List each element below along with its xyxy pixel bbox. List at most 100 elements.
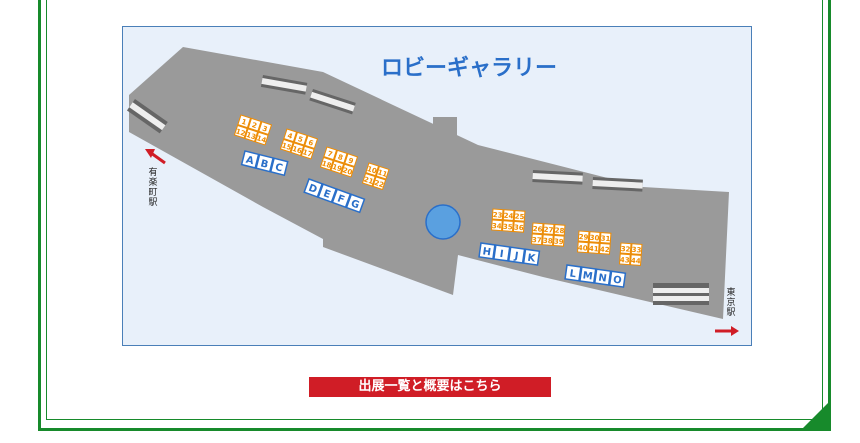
svg-text:14: 14 <box>256 134 268 145</box>
svg-text:F: F <box>336 193 346 206</box>
svg-text:16: 16 <box>291 145 303 156</box>
svg-text:34: 34 <box>492 222 502 231</box>
booth-7: 7 <box>323 146 338 161</box>
booth-24: 24 <box>502 209 515 221</box>
svg-text:京: 京 <box>726 296 735 308</box>
booth-1: 1 <box>237 114 252 129</box>
svg-text:37: 37 <box>532 236 542 245</box>
svg-text:I: I <box>499 249 504 260</box>
booth-44: 44 <box>629 254 642 266</box>
booth-18: 18 <box>319 156 334 171</box>
svg-text:9: 9 <box>347 156 354 165</box>
svg-text:H: H <box>482 246 492 258</box>
booth-E: E <box>317 183 338 204</box>
booth-G: G <box>345 193 366 214</box>
svg-text:東: 東 <box>726 286 735 298</box>
escalator <box>532 170 583 185</box>
booth-8: 8 <box>333 149 348 164</box>
arrow-left-icon <box>145 149 166 165</box>
booth-36: 36 <box>512 220 525 233</box>
booth-37: 37 <box>531 233 543 246</box>
svg-text:13: 13 <box>245 131 257 142</box>
booth-5: 5 <box>293 131 308 146</box>
booth-28: 28 <box>553 224 566 236</box>
svg-text:27: 27 <box>543 226 553 235</box>
svg-text:41: 41 <box>589 245 599 254</box>
svg-text:6: 6 <box>307 138 314 147</box>
booth-3: 3 <box>258 121 273 136</box>
svg-text:17: 17 <box>302 148 314 159</box>
svg-text:12: 12 <box>235 127 247 138</box>
svg-text:28: 28 <box>554 227 564 236</box>
exhibitor-list-button[interactable]: 出展一覧と概要はこちら <box>309 377 551 397</box>
booth-14: 14 <box>254 131 269 146</box>
svg-text:O: O <box>612 275 622 287</box>
booth-L: L <box>564 264 582 282</box>
booth-J: J <box>507 246 526 264</box>
booth-13: 13 <box>244 128 259 143</box>
svg-text:8: 8 <box>337 153 344 162</box>
booth-16: 16 <box>290 142 305 157</box>
svg-text:26: 26 <box>532 225 542 234</box>
svg-text:A: A <box>245 155 255 168</box>
outer-frame <box>38 0 831 431</box>
svg-text:39: 39 <box>554 238 564 247</box>
booth-F: F <box>331 188 352 209</box>
booth-4: 4 <box>283 128 298 143</box>
booth-22: 22 <box>372 176 387 191</box>
svg-text:11: 11 <box>376 168 388 179</box>
svg-text:35: 35 <box>503 223 513 232</box>
booth-O: O <box>608 270 627 288</box>
booth-20: 20 <box>340 163 355 178</box>
svg-text:B: B <box>259 158 269 171</box>
svg-text:10: 10 <box>366 165 378 176</box>
booth-12: 12 <box>233 124 248 139</box>
svg-text:24: 24 <box>503 212 513 221</box>
booth-32: 32 <box>619 242 632 255</box>
booth-15: 15 <box>279 138 294 153</box>
booth-35: 35 <box>501 220 514 232</box>
svg-text:K: K <box>527 253 537 265</box>
escalator <box>309 89 356 115</box>
corner-triangle <box>800 400 831 431</box>
svg-text:31: 31 <box>600 235 610 244</box>
svg-text:23: 23 <box>492 211 502 220</box>
svg-text:駅: 駅 <box>148 197 157 208</box>
booth-B: B <box>255 153 275 173</box>
booth-30: 30 <box>588 231 601 243</box>
booth-26: 26 <box>531 222 544 235</box>
booth-17: 17 <box>300 145 315 160</box>
svg-text:N: N <box>598 273 608 285</box>
map-title: ロビーギャラリー <box>381 56 557 81</box>
booth-29: 29 <box>577 230 590 243</box>
booth-6: 6 <box>304 135 319 150</box>
svg-text:42: 42 <box>600 246 610 255</box>
escalator <box>126 99 168 134</box>
svg-text:30: 30 <box>589 234 599 243</box>
escalator <box>653 283 709 305</box>
booth-21: 21 <box>361 172 376 187</box>
booth-34: 34 <box>491 219 503 232</box>
svg-text:1: 1 <box>240 118 247 127</box>
svg-text:15: 15 <box>281 141 293 152</box>
booth-A: A <box>240 150 260 169</box>
svg-text:36: 36 <box>514 224 524 233</box>
svg-text:20: 20 <box>342 166 354 177</box>
svg-text:町: 町 <box>148 188 157 198</box>
svg-text:J: J <box>513 251 519 263</box>
station-label-tokyo: 東 京 駅 <box>726 286 735 318</box>
corridor <box>433 117 457 187</box>
booth-9: 9 <box>344 153 359 168</box>
svg-text:E: E <box>322 188 332 201</box>
svg-text:楽: 楽 <box>148 176 157 188</box>
svg-text:25: 25 <box>514 213 524 222</box>
booth-H: H <box>478 242 496 260</box>
svg-text:43: 43 <box>620 256 630 265</box>
booth-42: 42 <box>598 242 611 255</box>
svg-text:19: 19 <box>331 163 343 174</box>
escalator <box>260 75 308 95</box>
